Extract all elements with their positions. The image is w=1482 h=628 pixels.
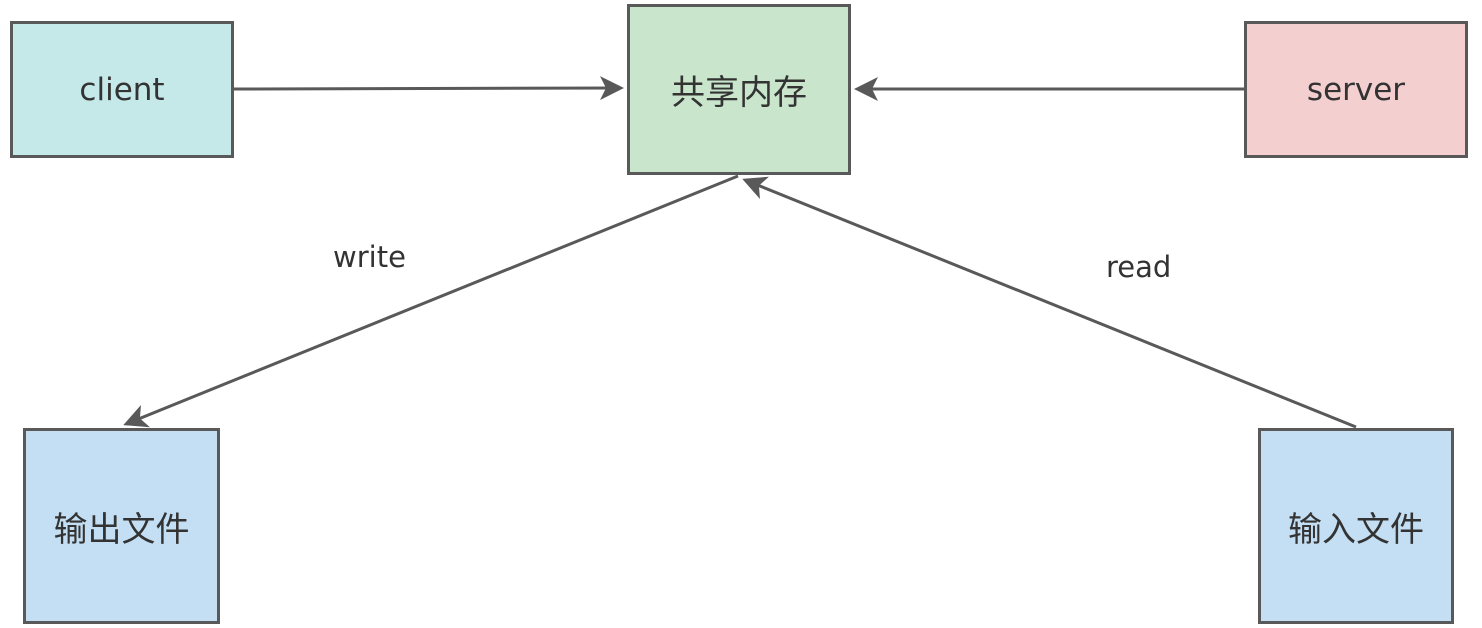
client-node[interactable]: client bbox=[10, 21, 234, 158]
input-file-to-shared-memory-arrow bbox=[742, 176, 1357, 429]
write-edge-label: write bbox=[333, 240, 406, 274]
shared-memory-node[interactable]: 共享内存 bbox=[627, 4, 851, 175]
server-node-label: server bbox=[1306, 71, 1406, 108]
output-file-node[interactable]: 输出文件 bbox=[23, 428, 220, 624]
server-node[interactable]: server bbox=[1244, 21, 1468, 158]
client-node-label: client bbox=[79, 71, 165, 108]
read-edge-label: read bbox=[1106, 250, 1172, 284]
input-file-node[interactable]: 输入文件 bbox=[1258, 428, 1454, 624]
output-file-node-label: 输出文件 bbox=[53, 509, 190, 550]
shared-memory-node-label: 共享内存 bbox=[671, 73, 807, 113]
client-to-shared-memory-arrow bbox=[233, 76, 624, 101]
shared-memory-to-output-file-arrow bbox=[123, 174, 739, 428]
input-file-node-label: 输入文件 bbox=[1288, 509, 1424, 550]
